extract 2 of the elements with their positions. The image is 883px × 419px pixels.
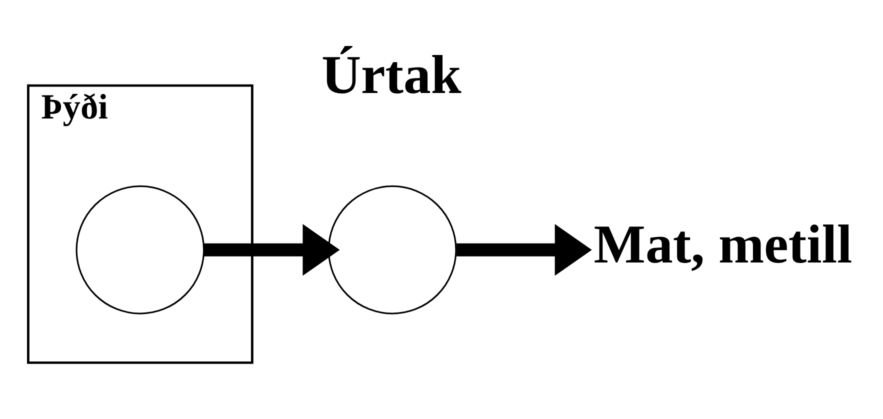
- node-text: Mat, metill: [594, 212, 852, 274]
- node-label: Úrtak: [321, 44, 462, 105]
